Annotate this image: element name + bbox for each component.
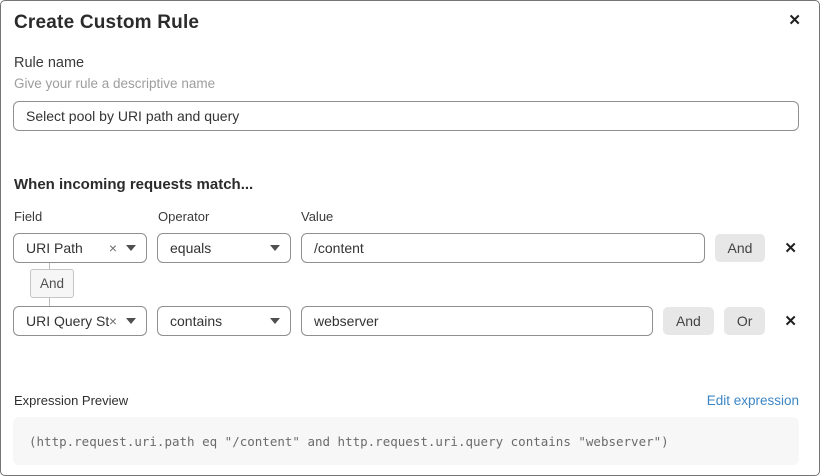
field-select[interactable]: URI Path × [13, 233, 147, 263]
edit-expression-link[interactable]: Edit expression [706, 393, 799, 408]
modal-title: Create Custom Rule [14, 12, 200, 33]
rule-name-helper: Give your rule a descriptive name [14, 76, 216, 91]
and-button[interactable]: And [662, 307, 714, 335]
condition-row: URI Path × equals And ✕ [13, 233, 799, 263]
field-column-label: Field [14, 209, 43, 224]
connector-line [49, 263, 50, 269]
operator-select-value: equals [170, 240, 212, 256]
close-icon[interactable]: ✕ [784, 9, 805, 32]
remove-condition-icon[interactable]: ✕ [784, 239, 797, 257]
expression-code-block: (http.request.uri.path eq "/content" and… [13, 417, 799, 465]
expression-preview-label: Expression Preview [14, 393, 129, 408]
operator-select[interactable]: contains [157, 306, 291, 336]
field-select-value: URI Path [26, 240, 83, 256]
modal-header: Create Custom Rule ✕ [13, 12, 801, 34]
matcher-section: When incoming requests match... Field Op… [13, 176, 799, 336]
column-labels: Field Operator Value [14, 209, 799, 224]
value-column-label: Value [301, 209, 334, 224]
rule-name-label: Rule name [14, 55, 85, 71]
operator-select[interactable]: equals [157, 233, 291, 263]
field-select-value: URI Query St... [26, 313, 109, 329]
condition-row: URI Query St... × contains And Or ✕ [13, 306, 799, 336]
connector-line [49, 298, 50, 306]
rule-name-input[interactable] [13, 101, 799, 131]
and-joiner-badge: And [30, 269, 75, 298]
value-input[interactable] [301, 233, 705, 263]
expression-section: Expression Preview Edit expression (http… [13, 393, 799, 465]
expression-code: (http.request.uri.path eq "/content" and… [29, 433, 669, 449]
clear-field-icon[interactable]: × [108, 240, 117, 256]
caret-down-icon [126, 318, 136, 324]
and-button[interactable]: And [714, 234, 766, 262]
operator-select-value: contains [170, 313, 223, 329]
caret-down-icon [126, 245, 136, 251]
clear-field-icon[interactable]: × [108, 313, 117, 329]
expression-header: Expression Preview Edit expression [13, 393, 799, 408]
value-input[interactable] [301, 306, 653, 336]
caret-down-icon [270, 245, 280, 251]
operator-column-label: Operator [158, 209, 210, 224]
or-button[interactable]: Or [723, 307, 766, 335]
matcher-heading: When incoming requests match... [14, 176, 254, 193]
rule-name-section: Rule name Give your rule a descriptive n… [13, 55, 799, 131]
caret-down-icon [270, 318, 280, 324]
field-select[interactable]: URI Query St... × [13, 306, 147, 336]
joiner-connector: And [13, 263, 799, 306]
remove-condition-icon[interactable]: ✕ [784, 312, 797, 330]
